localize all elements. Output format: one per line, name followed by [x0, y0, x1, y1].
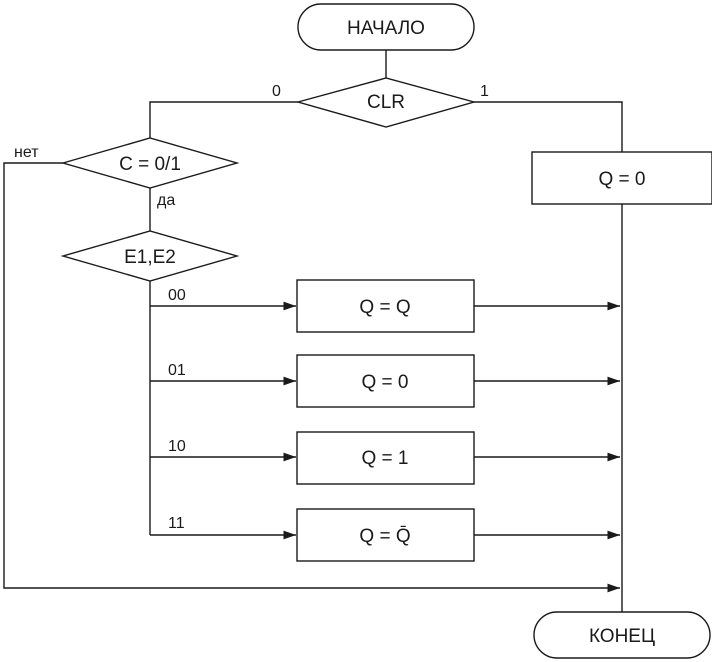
- branch-11-box: [296, 508, 475, 562]
- branch-01-code: 01: [168, 362, 186, 379]
- e-label: E1,E2: [124, 247, 176, 268]
- connector-c-no: [3, 162, 620, 593]
- e-decision: [60, 230, 240, 282]
- end-label: КОНЕЦ: [589, 626, 655, 647]
- start-label: НАЧАЛО: [347, 18, 425, 39]
- c-yes-label: да: [157, 192, 175, 209]
- connector-clr-left: [149, 101, 298, 138]
- clr-action-box: [531, 151, 712, 205]
- branch-10-box: [296, 431, 475, 485]
- clr-branch-left-label: 0: [272, 83, 281, 100]
- clr-action-label: Q = 0: [599, 169, 646, 190]
- c-label: C = 0/1: [119, 154, 181, 175]
- branch-00-action: Q = Q: [359, 297, 410, 318]
- c-no-label: нет: [14, 144, 39, 161]
- branch-00-code: 00: [168, 287, 186, 304]
- branch-11-action: Q = Q̄: [359, 526, 410, 547]
- branch-01-action: Q = 0: [362, 372, 409, 393]
- c-decision: [60, 137, 240, 189]
- branch-01-box: [296, 354, 475, 408]
- clr-label: CLR: [367, 92, 405, 113]
- branch-10-action: Q = 1: [362, 448, 409, 469]
- connector-clr-right: [474, 101, 623, 152]
- branch-00-box: [296, 279, 475, 333]
- clr-branch-right-label: 1: [480, 83, 489, 100]
- branch-11-code: 11: [168, 515, 185, 532]
- end-terminator: [533, 611, 711, 659]
- branch-10-code: 10: [168, 438, 186, 455]
